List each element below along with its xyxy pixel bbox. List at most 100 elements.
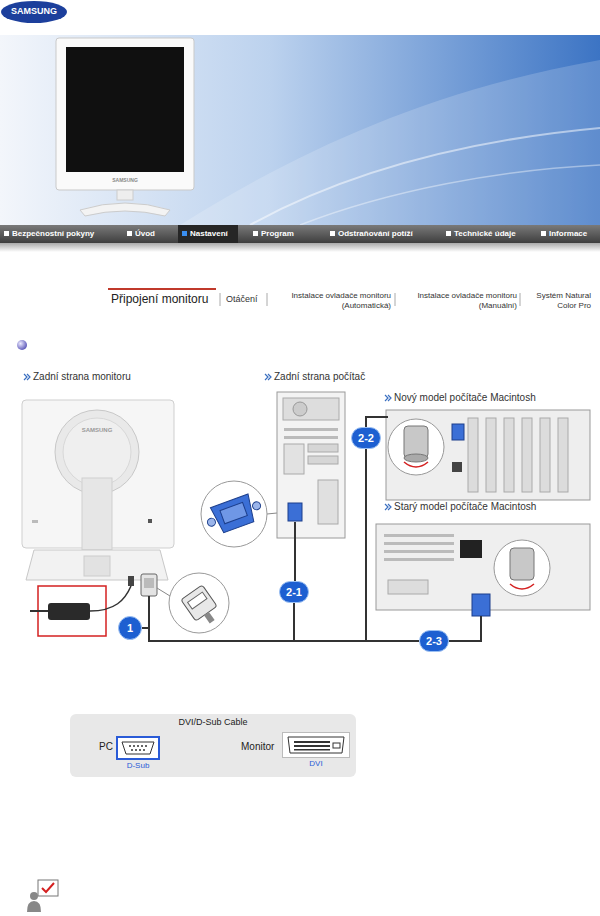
submenu-active: Připojení monitoru — [111, 292, 208, 306]
vga-closeup — [201, 481, 267, 547]
logo-text: SAMSUNG — [1, 6, 67, 17]
monitor-back — [82, 478, 112, 550]
vga-closeup — [201, 481, 287, 547]
cable-wire — [149, 417, 481, 641]
vga-closeup — [203, 491, 265, 536]
new-macintosh — [404, 462, 428, 467]
nav-bar — [4, 231, 9, 236]
cable-wire — [142, 449, 366, 641]
banner — [0, 35, 600, 225]
banner-monitor — [56, 38, 194, 190]
brand-mark: SAMSUNG — [110, 177, 140, 183]
nav-bar — [127, 231, 132, 236]
chevron-marks — [385, 504, 391, 510]
vga-closeup — [251, 501, 261, 511]
nav-item: Odstraňování potíží — [338, 229, 413, 239]
cable-end-label: PC — [99, 741, 113, 753]
dvi-closeup — [181, 585, 223, 629]
pc-tower — [293, 402, 307, 416]
submenu-item: Systém Natural Color Pro — [523, 291, 591, 311]
old-macintosh — [510, 548, 534, 580]
banner — [250, 128, 600, 225]
chevron-marks — [385, 395, 391, 401]
dvi-closeup — [181, 585, 217, 621]
new-macintosh — [558, 418, 568, 492]
connector-port: DVI — [282, 732, 350, 769]
old-macintosh — [494, 540, 550, 596]
dvi-closeup — [157, 573, 229, 633]
old-macintosh — [384, 550, 454, 553]
nav-bar — [182, 231, 187, 236]
dsub-port — [120, 740, 156, 756]
nav-item: Informace — [549, 229, 587, 239]
monitor-back — [63, 418, 131, 486]
note-icon — [27, 901, 41, 912]
nav-bar — [0, 225, 600, 243]
nav-item-active: Nastavení — [190, 229, 228, 239]
pc-tower — [277, 392, 345, 538]
callout-text: 2-1 — [286, 586, 302, 598]
new-macintosh — [388, 419, 444, 475]
new-macintosh — [504, 418, 514, 492]
vga-closeup — [220, 502, 247, 523]
power-adapter — [30, 610, 48, 612]
nav-item: Úvod — [135, 229, 155, 239]
old-macintosh — [384, 534, 454, 537]
note-icon — [38, 880, 58, 896]
new-macintosh — [522, 418, 532, 492]
new-macintosh — [404, 454, 428, 462]
monitor-back — [32, 520, 38, 523]
nav-item: Program — [261, 229, 294, 239]
dvi-closeup — [157, 588, 170, 596]
old-macintosh — [384, 558, 454, 561]
dvi-port — [285, 735, 347, 755]
new-macintosh — [452, 424, 464, 440]
submenu-dividers — [108, 288, 216, 290]
nav-bar — [0, 225, 600, 252]
banner-monitor — [117, 190, 133, 200]
pc-tower — [283, 398, 339, 420]
old-macintosh — [460, 540, 482, 558]
section-label: Zadní strana počítač — [274, 371, 365, 383]
dvi-closeup — [204, 612, 215, 624]
pc-tower — [318, 480, 338, 524]
new-macintosh — [468, 418, 478, 492]
pc-tower — [284, 444, 304, 474]
old-macintosh — [388, 580, 428, 594]
note-icon — [42, 883, 54, 892]
chevron-marks — [24, 374, 30, 380]
old-macintosh — [472, 594, 490, 616]
port-label: DVI — [309, 759, 322, 769]
banner-monitor — [56, 38, 194, 216]
bullet-ball — [17, 340, 27, 350]
new-macintosh — [404, 426, 428, 458]
pc-tower — [308, 444, 338, 452]
cable-end-label: Monitor — [241, 741, 274, 753]
submenu-item: Instalace ovladače monitoru (Manuální) — [399, 291, 517, 311]
vga-closeup — [210, 494, 257, 534]
callout-text: 2-3 — [426, 635, 442, 647]
old-macintosh — [510, 584, 534, 589]
pc-tower — [284, 436, 338, 439]
bullet-ball — [17, 340, 27, 350]
dvi-closeup — [169, 573, 229, 633]
banner-monitor — [80, 203, 170, 216]
submenu-dividers — [395, 293, 396, 306]
nav-bar — [178, 225, 238, 243]
submenu-dividers — [220, 293, 221, 306]
logo-oval — [1, 1, 67, 23]
new-macintosh — [386, 410, 590, 500]
callout-number: 1 — [118, 616, 142, 640]
dvi-closeup — [188, 592, 207, 609]
old-macintosh — [384, 542, 454, 545]
vga-closeup — [206, 517, 216, 527]
port-label: D-Sub — [127, 761, 150, 771]
section-label: Zadní strana monitoru — [33, 371, 131, 383]
banner — [180, 60, 600, 225]
chevron-marks — [265, 374, 271, 380]
callout-number: 2-3 — [419, 630, 449, 652]
pc-tower — [284, 428, 338, 431]
banner — [0, 35, 600, 225]
